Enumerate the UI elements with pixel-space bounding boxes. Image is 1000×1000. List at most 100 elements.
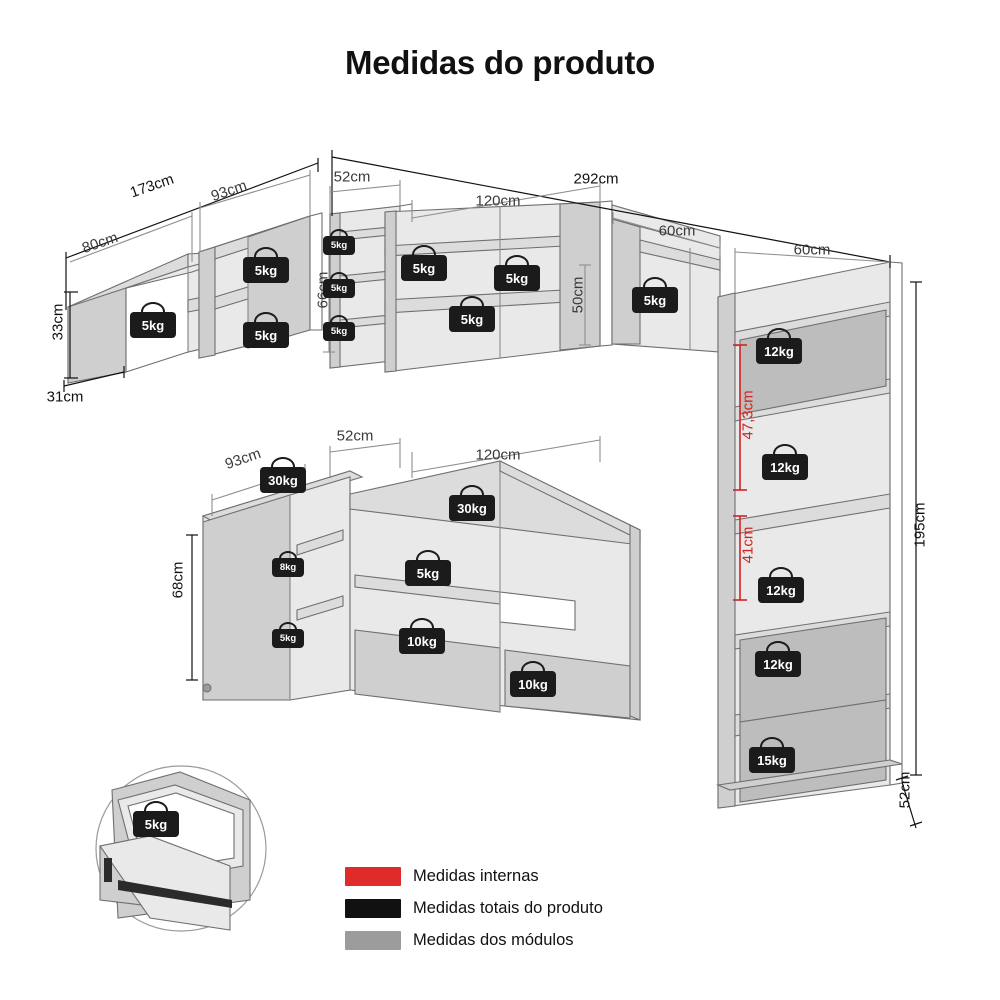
weight-handle-icon	[505, 255, 529, 268]
weight-label: 10kg	[518, 676, 548, 692]
weight-label: 5kg	[279, 632, 297, 644]
weight-badge-w-top-5-4: 5kg	[401, 245, 447, 281]
weight-badge-w-col-12-1: 12kg	[756, 328, 802, 364]
weight-label: 5kg	[505, 270, 529, 286]
weight-handle-icon	[330, 228, 348, 239]
top-60-module	[611, 204, 721, 353]
weight-label: 5kg	[254, 327, 278, 343]
dimension-label-d-292: 292cm	[573, 170, 619, 188]
weight-badge-w-low-8: 8kg	[272, 550, 304, 577]
weight-handle-icon	[521, 661, 545, 674]
weight-badge-w-top-5-1: 5kg	[130, 302, 176, 338]
weight-handle-icon	[141, 302, 165, 315]
weight-badge-w-top-5-s1: 5kg	[323, 228, 355, 255]
page-title: Medidas do produto	[345, 44, 655, 81]
weight-badge-w-low-5-b: 5kg	[405, 550, 451, 586]
weight-label: 10kg	[407, 633, 437, 649]
weight-handle-icon	[767, 328, 791, 341]
weight-label: 8kg	[279, 561, 297, 573]
weight-label: 12kg	[770, 459, 800, 475]
weight-handle-icon	[254, 312, 278, 325]
weight-label: 30kg	[457, 500, 487, 516]
legend-swatch-totais	[345, 898, 401, 918]
weight-handle-icon	[643, 277, 667, 290]
dimension-label-d-50: 50cm	[569, 276, 587, 314]
weight-label: 5kg	[412, 260, 436, 276]
low-120-module	[349, 460, 641, 721]
weight-label: 5kg	[144, 816, 168, 832]
legend-item: Medidas internas	[345, 860, 603, 892]
legend-item: Medidas dos módulos	[345, 924, 603, 956]
weight-label: 30kg	[268, 472, 298, 488]
dimension-label-d-60-a: 60cm	[658, 222, 696, 240]
legend-label-modulos: Medidas dos módulos	[413, 930, 574, 949]
weight-label: 5kg	[330, 239, 348, 251]
weight-handle-icon	[279, 621, 297, 632]
inset-drawer	[95, 765, 267, 932]
weight-badge-w-top-5-2: 5kg	[243, 247, 289, 283]
weight-handle-icon	[766, 641, 790, 654]
legend-label-internas: Medidas internas	[413, 866, 539, 885]
legend-label-totais: Medidas totais do produto	[413, 898, 603, 917]
weight-badge-w-top-5-6: 5kg	[449, 296, 495, 332]
weight-badge-w-top-5-s3: 5kg	[323, 314, 355, 341]
dimension-label-d-52-top: 52cm	[333, 168, 371, 186]
top-120-module	[384, 200, 613, 373]
weight-badge-w-inset-5: 5kg	[133, 801, 179, 837]
dimension-label-d-52-low: 52cm	[336, 427, 374, 445]
weight-label: 5kg	[460, 311, 484, 327]
weight-badge-w-top-5-7: 5kg	[632, 277, 678, 313]
weight-handle-icon	[254, 247, 278, 260]
legend-item: Medidas totais do produto	[345, 892, 603, 924]
weight-handle-icon	[279, 550, 297, 561]
dimension-label-d-120-top: 120cm	[475, 192, 521, 210]
weight-handle-icon	[412, 245, 436, 258]
weight-label: 5kg	[643, 292, 667, 308]
weight-badge-w-top-5-5: 5kg	[494, 255, 540, 291]
weight-badge-w-low-10-1: 10kg	[399, 618, 445, 654]
weight-label: 12kg	[763, 656, 793, 672]
weight-badge-w-low-30-1: 30kg	[260, 457, 306, 493]
weight-handle-icon	[330, 314, 348, 325]
weight-handle-icon	[410, 618, 434, 631]
legend-swatch-modulos	[345, 930, 401, 950]
weight-label: 5kg	[416, 565, 440, 581]
low-corner-module	[201, 470, 364, 701]
tall-column	[715, 261, 903, 809]
weight-badge-w-col-12-4: 12kg	[755, 641, 801, 677]
weight-handle-icon	[416, 550, 440, 563]
weight-label: 15kg	[757, 752, 787, 768]
weight-badge-w-col-15: 15kg	[749, 737, 795, 773]
dimension-label-d-195: 195cm	[911, 502, 929, 548]
weight-label: 5kg	[330, 282, 348, 294]
weight-handle-icon	[460, 296, 484, 309]
weight-badge-w-col-12-3: 12kg	[758, 567, 804, 603]
dimension-label-d-41: 41cm	[739, 526, 757, 564]
weight-badge-w-low-5-a: 5kg	[272, 621, 304, 648]
weight-badge-w-col-12-2: 12kg	[762, 444, 808, 480]
dimension-label-d-52-right: 52cm	[896, 771, 914, 809]
dimension-label-d-68: 68cm	[169, 561, 187, 599]
weight-label: 12kg	[764, 343, 794, 359]
weight-label: 5kg	[254, 262, 278, 278]
dimension-label-d-120-low: 120cm	[475, 446, 521, 464]
dimension-label-d-60-b: 60cm	[793, 241, 831, 259]
weight-label: 12kg	[766, 582, 796, 598]
dimension-label-d-33: 33cm	[49, 303, 67, 341]
legend: Medidas internas Medidas totais do produ…	[345, 860, 603, 956]
legend-swatch-internas	[345, 866, 401, 886]
weight-handle-icon	[271, 457, 295, 470]
weight-badge-w-low-10-2: 10kg	[510, 661, 556, 697]
weight-handle-icon	[760, 737, 784, 750]
weight-handle-icon	[460, 485, 484, 498]
dimension-label-d-31: 31cm	[46, 388, 84, 406]
weight-handle-icon	[330, 271, 348, 282]
weight-handle-icon	[144, 801, 168, 814]
weight-label: 5kg	[330, 325, 348, 337]
weight-handle-icon	[773, 444, 797, 457]
weight-badge-w-top-5-s2: 5kg	[323, 271, 355, 298]
dimension-label-d-473: 47,3cm	[739, 390, 757, 440]
weight-handle-icon	[769, 567, 793, 580]
